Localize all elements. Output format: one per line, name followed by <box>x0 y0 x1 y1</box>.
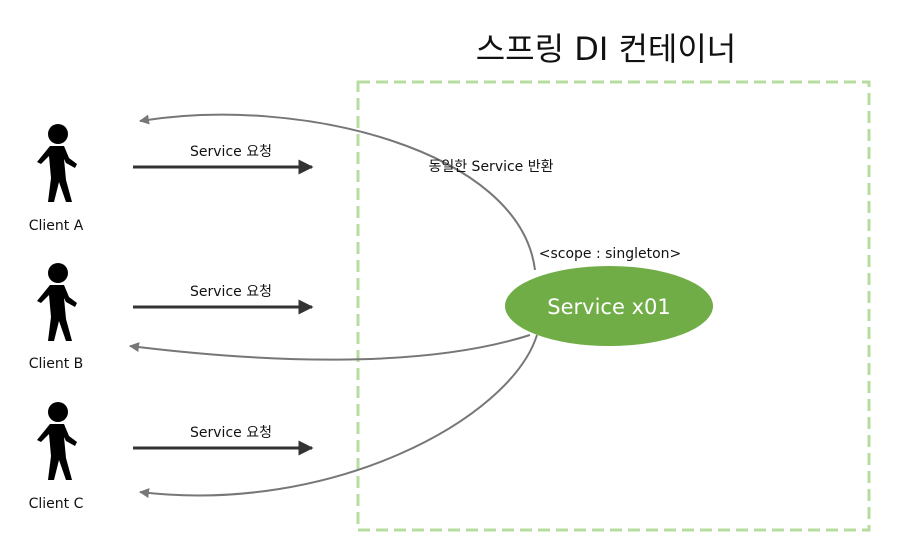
return-label: 동일한 Service 반환 <box>428 159 553 175</box>
client-b: Client B Service 요청 <box>29 263 314 372</box>
return-curve-c <box>139 334 538 499</box>
scope-label: <scope : singleton> <box>539 246 682 262</box>
di-container-box <box>356 80 871 532</box>
client-c: Client C Service 요청 <box>29 402 314 512</box>
request-label: Service 요청 <box>190 425 272 441</box>
person-icon <box>37 402 77 480</box>
client-label: Client B <box>29 356 84 372</box>
service-label: Service x01 <box>547 295 670 319</box>
service-node <box>505 266 713 346</box>
client-label: Client C <box>29 496 84 512</box>
container-title: 스프링 DI 컨테이너 <box>476 30 737 68</box>
request-label: Service 요청 <box>190 144 272 160</box>
person-icon <box>37 124 77 202</box>
return-curve-a <box>139 113 536 271</box>
client-label: Client A <box>29 218 84 234</box>
return-curve-b <box>129 334 531 361</box>
request-label: Service 요청 <box>190 284 272 300</box>
client-a: Client A Service 요청 <box>29 124 314 234</box>
person-icon <box>37 263 77 341</box>
